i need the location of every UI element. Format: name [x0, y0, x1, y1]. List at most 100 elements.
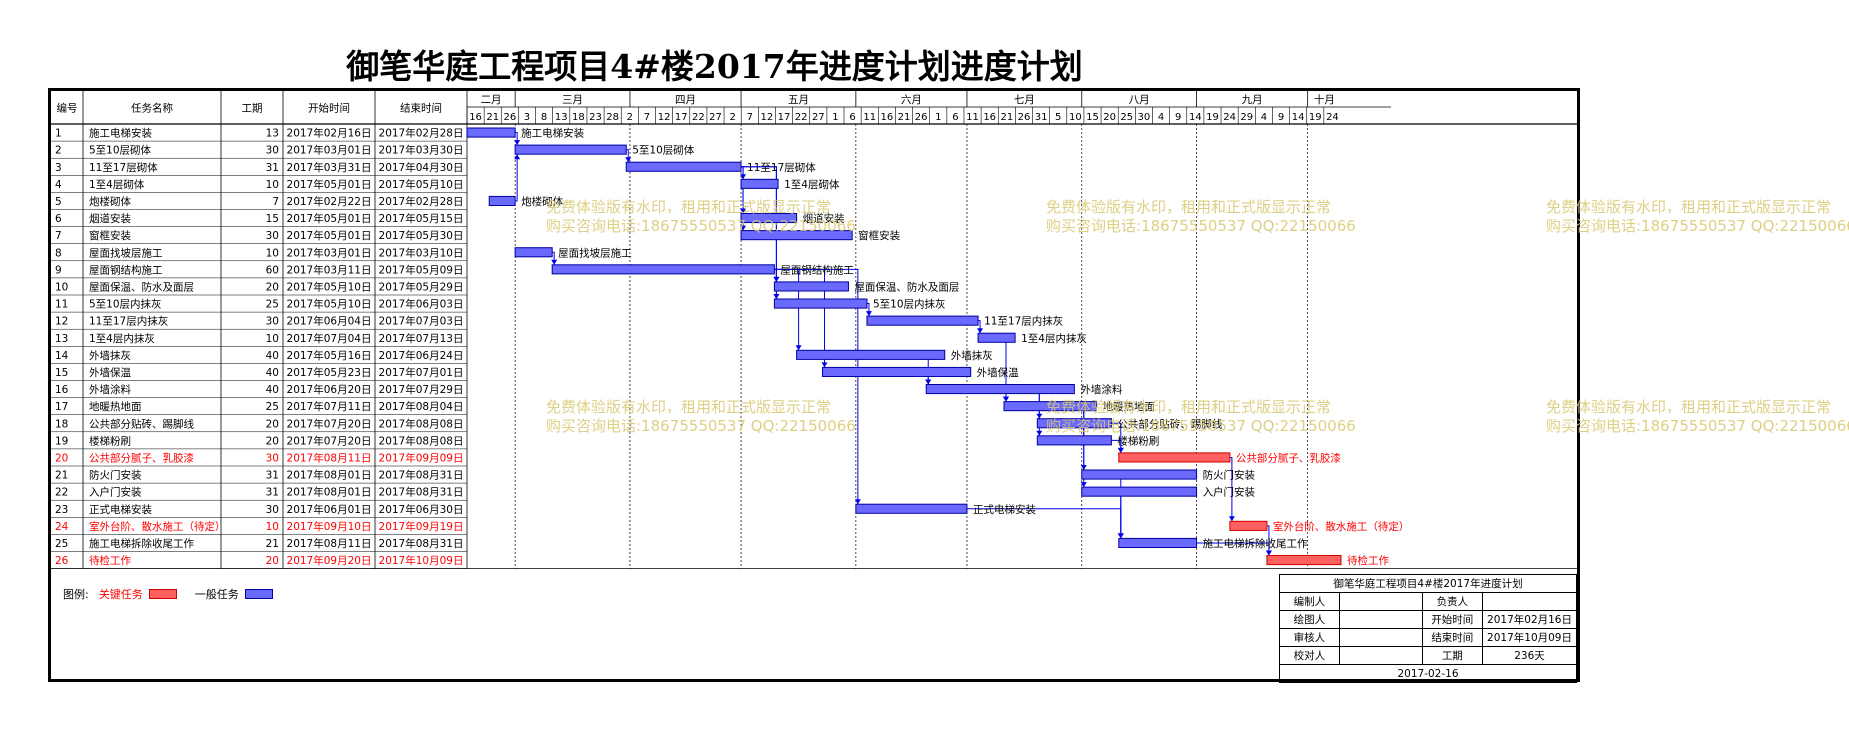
task-bar — [514, 247, 553, 258]
critical-task-bar — [1229, 520, 1268, 531]
dependency-arrow — [865, 311, 872, 317]
info-start-value: 2017年02月16日 — [1482, 610, 1577, 629]
task-bar-label: 施工电梯拆除收尾工作 — [1203, 537, 1308, 550]
task-bar — [866, 315, 979, 326]
cell-id: 21 — [55, 470, 68, 482]
dependency-arrow — [773, 294, 780, 299]
cell-duration: 31 — [266, 162, 279, 174]
day-tick-label: 22 — [692, 112, 705, 123]
month-label: 六月 — [901, 94, 922, 106]
day-tick-label: 16 — [880, 112, 893, 123]
day-tick-label: 29 — [1240, 112, 1253, 123]
info-end-label: 结束时间 — [1421, 628, 1484, 647]
task-bar — [925, 384, 1075, 395]
task-bar-label: 1至4层内抹灰 — [1021, 332, 1087, 345]
cell-end: 2017年04月30日 — [379, 161, 464, 174]
task-bar-label: 窗框安装 — [858, 229, 900, 242]
cell-duration: 10 — [266, 179, 279, 191]
day-tick-label: 6 — [952, 112, 958, 123]
cell-start: 2017年08月01日 — [287, 469, 372, 482]
task-bar-label: 地暖热地面 — [1103, 400, 1156, 413]
critical-task-bar — [1118, 452, 1231, 463]
cell-name: 1至4层内抹灰 — [89, 332, 155, 345]
cell-name: 地暖热地面 — [89, 400, 142, 413]
dependency-link — [1120, 491, 1197, 539]
day-tick-label: 28 — [606, 112, 619, 123]
day-tick-label: 26 — [915, 112, 928, 123]
task-bar — [740, 213, 798, 224]
task-bar — [740, 230, 853, 241]
task-bar-label: 正式电梯安装 — [973, 503, 1036, 516]
watermark-3: 免费体验版有水印，租用和正式版显示正常购买咨询电话:18675550537 QQ… — [1546, 198, 1849, 235]
task-bar-label: 楼梯粉刷 — [1117, 434, 1159, 447]
task-bar-label: 11至17层砌体 — [747, 162, 816, 174]
legend-normal-label: 一般任务 — [194, 588, 239, 601]
month-label: 五月 — [788, 94, 809, 106]
cell-duration: 20 — [266, 418, 279, 430]
cell-name: 施工电梯拆除收尾工作 — [89, 537, 194, 550]
cell-end: 2017年03月10日 — [379, 246, 464, 259]
cell-end: 2017年02月28日 — [379, 127, 464, 140]
info-duration-label: 工期 — [1421, 646, 1484, 665]
month-label: 七月 — [1014, 94, 1035, 106]
cell-id: 25 — [55, 538, 68, 550]
info-date: 2017-02-16 — [1279, 664, 1577, 683]
cell-id: 24 — [55, 521, 69, 533]
day-tick-label: 26 — [1018, 112, 1031, 123]
cell-end: 2017年07月29日 — [379, 383, 464, 396]
cell-end: 2017年08月31日 — [379, 469, 464, 482]
cell-duration: 25 — [266, 401, 279, 413]
cell-name: 外墙保温 — [89, 366, 131, 379]
task-bar — [466, 127, 516, 138]
task-bar-label: 外墙涂料 — [1080, 383, 1122, 396]
cell-duration: 40 — [266, 384, 279, 396]
legend-critical-label: 关键任务 — [98, 588, 143, 601]
task-bar — [625, 161, 742, 172]
task-bar-label: 屋面保温、防水及面层 — [854, 280, 959, 293]
task-bar-label: 公共部分腻子、乳胶漆 — [1236, 451, 1341, 464]
day-tick-label: 25 — [1120, 112, 1133, 123]
cell-start: 2017年07月11日 — [287, 400, 372, 413]
task-bar-label: 1至4层砌体 — [784, 179, 840, 191]
cell-end: 2017年06月24日 — [379, 349, 464, 362]
dependency-link — [1229, 456, 1233, 522]
cell-duration: 20 — [266, 281, 279, 293]
cell-start: 2017年05月10日 — [287, 298, 372, 311]
cell-duration: 30 — [266, 504, 279, 516]
day-tick-label: 3 — [524, 112, 530, 123]
day-tick-label: 24 — [1326, 112, 1339, 123]
day-tick-label: 16 — [469, 112, 482, 123]
task-bar-label: 外墙抹灰 — [951, 349, 993, 362]
cell-duration: 30 — [266, 316, 279, 328]
info-end-value: 2017年10月09日 — [1482, 628, 1577, 647]
task-bar-label: 公共部分贴砖、踢脚线 — [1117, 417, 1222, 430]
cell-duration: 30 — [266, 145, 279, 157]
day-tick-label: 13 — [555, 112, 568, 123]
cell-start: 2017年07月20日 — [287, 434, 372, 447]
cell-name: 窗框安装 — [89, 229, 131, 242]
dependency-arrow — [625, 157, 632, 163]
task-bar-label: 屋面钢结构施工 — [780, 263, 854, 276]
cell-start: 2017年08月11日 — [287, 537, 372, 550]
day-tick-label: 23 — [589, 112, 602, 123]
cell-name: 公共部分腻子、乳胶漆 — [89, 451, 194, 464]
dependency-link — [1120, 474, 1197, 539]
dependency-arrow — [740, 225, 747, 231]
cell-name: 11至17层内抹灰 — [89, 315, 168, 328]
cell-name: 施工电梯安装 — [89, 127, 152, 140]
cell-end: 2017年08月08日 — [379, 417, 464, 430]
day-tick-label: 10 — [1069, 112, 1082, 123]
cell-end: 2017年08月31日 — [379, 537, 464, 550]
cell-name: 入户门安装 — [89, 486, 142, 499]
cell-start: 2017年03月11日 — [287, 263, 372, 276]
cell-start: 2017年03月01日 — [287, 144, 372, 157]
dependency-link — [741, 166, 777, 299]
cell-start: 2017年05月10日 — [287, 280, 372, 293]
day-tick-label: 27 — [709, 112, 722, 123]
cell-id: 16 — [55, 384, 69, 396]
cell-end: 2017年02月28日 — [379, 195, 464, 208]
cell-end: 2017年10月09日 — [379, 554, 464, 567]
cell-start: 2017年03月01日 — [287, 246, 372, 259]
day-tick-label: 8 — [541, 112, 547, 123]
month-label: 四月 — [675, 94, 696, 106]
